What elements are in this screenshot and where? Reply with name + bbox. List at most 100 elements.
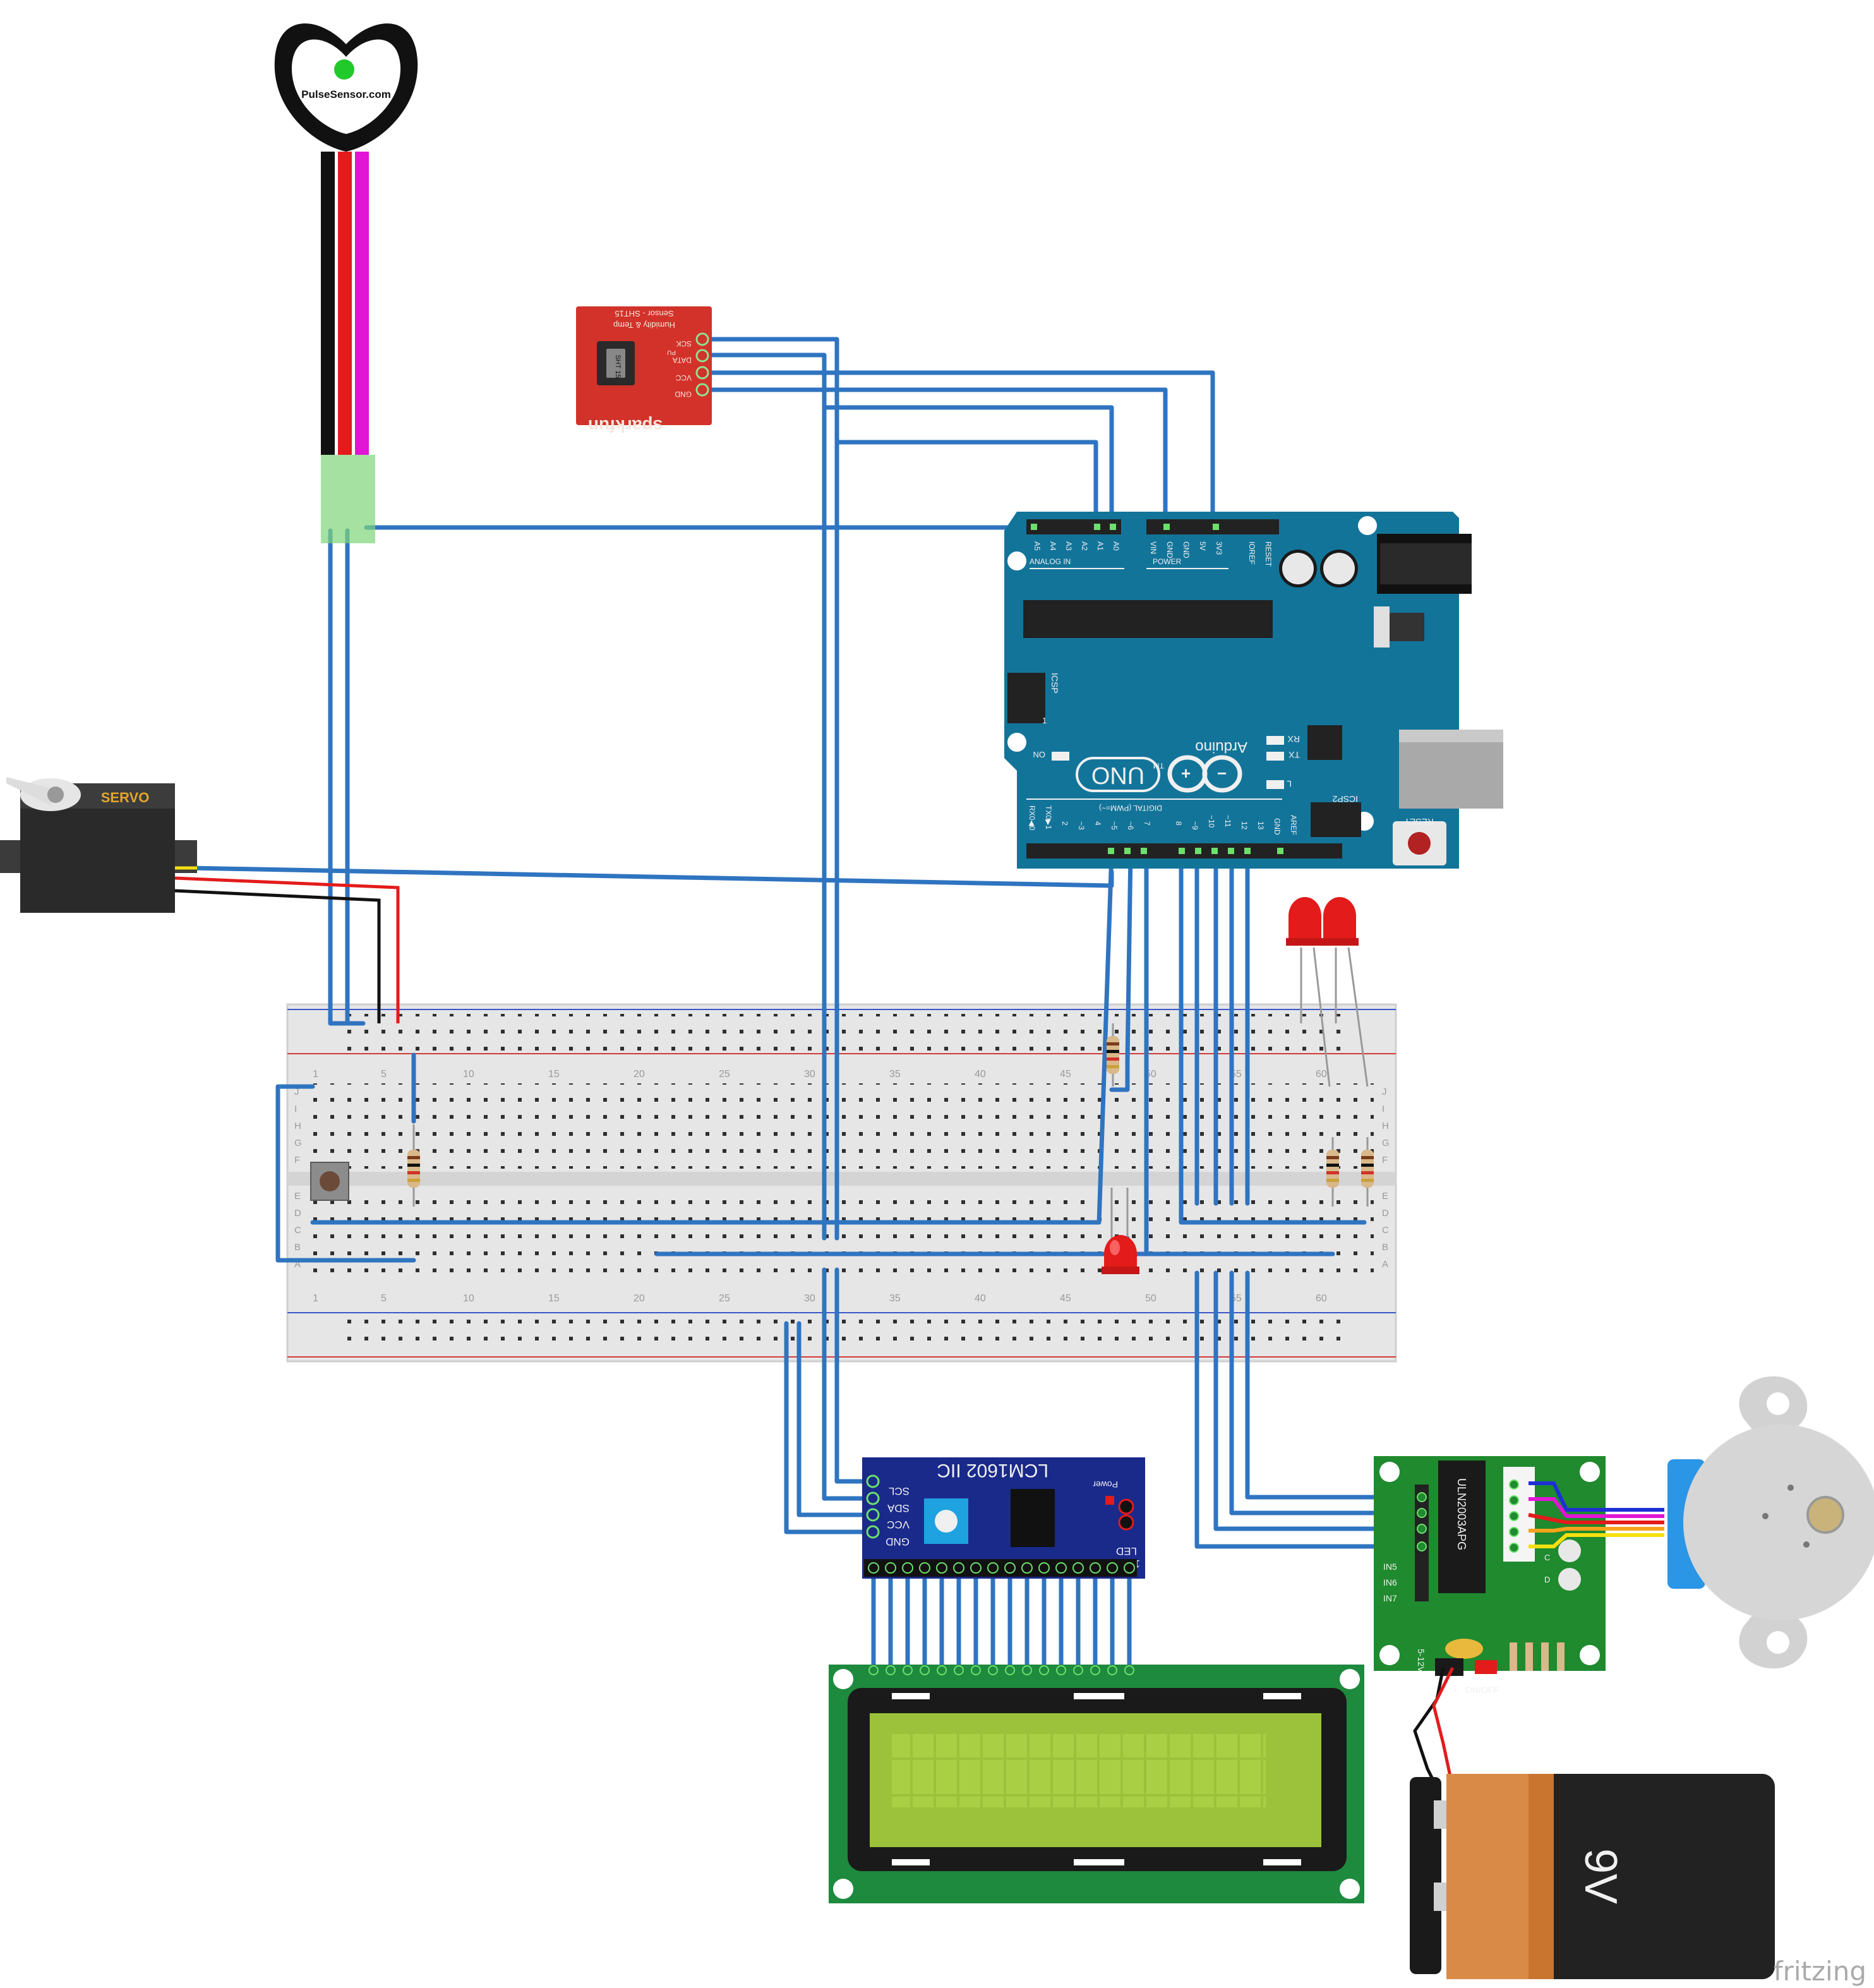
i2c-pin-label: GND — [886, 1536, 910, 1548]
row-letter: I — [294, 1104, 297, 1114]
digital-title: DIGITAL (PWM=~) — [1099, 804, 1162, 812]
column-number: 5 — [381, 1069, 387, 1080]
battery-label: 9V — [1575, 1848, 1626, 1904]
arduino-logo: + − Arduino TM UNO — [1076, 738, 1247, 793]
tx-led — [1266, 752, 1284, 761]
column-number: 40 — [975, 1293, 986, 1304]
wire-uln-in4 — [1194, 1270, 1421, 1549]
row-letter: F — [294, 1155, 300, 1166]
column-number: 20 — [634, 1293, 645, 1304]
pulse-sensor-label: PulseSensor.com — [301, 88, 391, 100]
row-letter: C — [294, 1225, 301, 1236]
power-switch[interactable] — [1475, 1660, 1497, 1674]
wire-i2c-vcc — [796, 1321, 871, 1517]
row-letter: B — [1382, 1242, 1388, 1253]
column-number: 30 — [804, 1293, 815, 1304]
red-led-top1 — [1286, 897, 1331, 1087]
column-number: 15 — [548, 1069, 560, 1080]
icsp-label: ICSP — [1050, 673, 1060, 694]
row-letter: E — [1382, 1191, 1388, 1202]
row-letter: G — [294, 1138, 302, 1148]
sht15-pu-label: PU — [667, 349, 676, 356]
pin-label: ~10 — [1207, 815, 1216, 828]
pin-label: ~3 — [1077, 821, 1086, 830]
pin-label: GND — [1273, 818, 1282, 835]
pin-label: A5 — [1033, 541, 1042, 551]
red-led-top2 — [1321, 897, 1369, 1087]
wire-pulse-gnd — [328, 528, 348, 1026]
wire-uln-in2 — [1229, 1270, 1421, 1515]
uln2003-chip — [1438, 1461, 1486, 1593]
row-letter: C — [1382, 1225, 1389, 1236]
pin-label: 3V3 — [1215, 541, 1223, 555]
i2c-pin-label: SCL — [889, 1485, 910, 1497]
sht15-pin-label: VCC — [675, 373, 692, 382]
column-number: 45 — [1060, 1069, 1071, 1080]
resistor-led-arduino — [1107, 1023, 1119, 1087]
column-number: 50 — [1145, 1293, 1156, 1304]
sht15-title: Humidity & Temp — [613, 320, 675, 330]
pin-label: VIN — [1149, 541, 1158, 554]
i2c-led-label: LED — [1116, 1545, 1137, 1557]
svg-text:+: + — [1181, 764, 1191, 783]
pin-label: TX0▶1 — [1044, 805, 1053, 829]
pin-label: ~5 — [1110, 821, 1119, 830]
sht15-pin-label: SCK — [676, 339, 692, 348]
pin-label: A3 — [1064, 541, 1073, 551]
row-letter: J — [1382, 1087, 1387, 1097]
i2c-pin-label: VCC — [887, 1519, 910, 1531]
wire-i2c-scl — [834, 1267, 871, 1484]
sht15-board: Humidity & Temp Sensor - SHT15 SHT 15 SC… — [576, 306, 712, 436]
column-number: 45 — [1060, 1293, 1071, 1304]
arduino-uno: A5 A4 A3 A2 A1 A0 ANALOG IN VIN GND GND … — [1004, 512, 1503, 869]
row-letter: E — [294, 1191, 301, 1202]
pin-label: 2 — [1060, 821, 1069, 826]
stepper-wires — [1528, 1481, 1664, 1548]
icsp-pin-one: 1 — [1042, 716, 1047, 725]
column-number: 1 — [313, 1293, 318, 1304]
servo-label: SERVO — [101, 790, 150, 805]
row-letter: A — [1382, 1259, 1388, 1270]
pin-label: GND — [1165, 541, 1174, 558]
sht15-pin-label: DATA — [673, 356, 692, 364]
pin-label: A1 — [1096, 541, 1105, 551]
battery-wires — [1413, 1666, 1455, 1789]
atmega-chip — [1023, 600, 1273, 638]
analog-header — [1026, 519, 1121, 534]
row-letter: H — [294, 1121, 301, 1131]
servo-motor: SERVO — [0, 777, 400, 1023]
stepper-motor — [1667, 1376, 1874, 1669]
battery-9v: 9V — [1410, 1774, 1775, 1979]
power-title: POWER — [1153, 557, 1182, 566]
digital-header-low — [1026, 843, 1184, 858]
column-number: 25 — [719, 1293, 730, 1304]
sht15-pin-label: GND — [675, 390, 692, 399]
rx-led — [1266, 736, 1284, 745]
uln-input-label: IN6 — [1383, 1577, 1397, 1587]
pin-label: 7 — [1143, 821, 1151, 826]
arduino-brand: Arduino — [1195, 738, 1247, 756]
pin-label: 12 — [1240, 821, 1249, 830]
stepper-shaft — [1806, 1496, 1844, 1534]
wire-sht-gnd — [699, 387, 1168, 530]
icsp2-label: ICSP2 — [1332, 794, 1358, 804]
push-button[interactable] — [310, 1162, 349, 1201]
icsp2-header — [1311, 802, 1361, 837]
red-led-breadboard — [1102, 1188, 1139, 1274]
column-number: 10 — [463, 1293, 474, 1304]
pulse-led-icon — [334, 59, 354, 80]
sparkfun-logo: sparkfun — [588, 416, 663, 436]
pin-label: 5V — [1198, 541, 1207, 551]
column-number: 35 — [889, 1293, 901, 1304]
uln-led-letter: C — [1544, 1553, 1550, 1562]
lcd-pin-wires — [871, 1564, 1132, 1670]
pulse-connector — [321, 455, 375, 543]
i2c-pin-label: SDA — [887, 1502, 910, 1514]
uln-switch-label: ON/OFF — [1465, 1685, 1499, 1695]
wire-sht-vcc — [699, 370, 1215, 530]
resistor-button — [407, 1124, 420, 1207]
row-letter: D — [294, 1208, 301, 1219]
lcd-i2c-module: LCM1602 IIC SCL SDA VCC GND Power LED 1 … — [862, 1457, 1145, 1579]
arduino-model: UNO — [1091, 762, 1144, 788]
wire-d8 — [1179, 850, 1367, 1225]
